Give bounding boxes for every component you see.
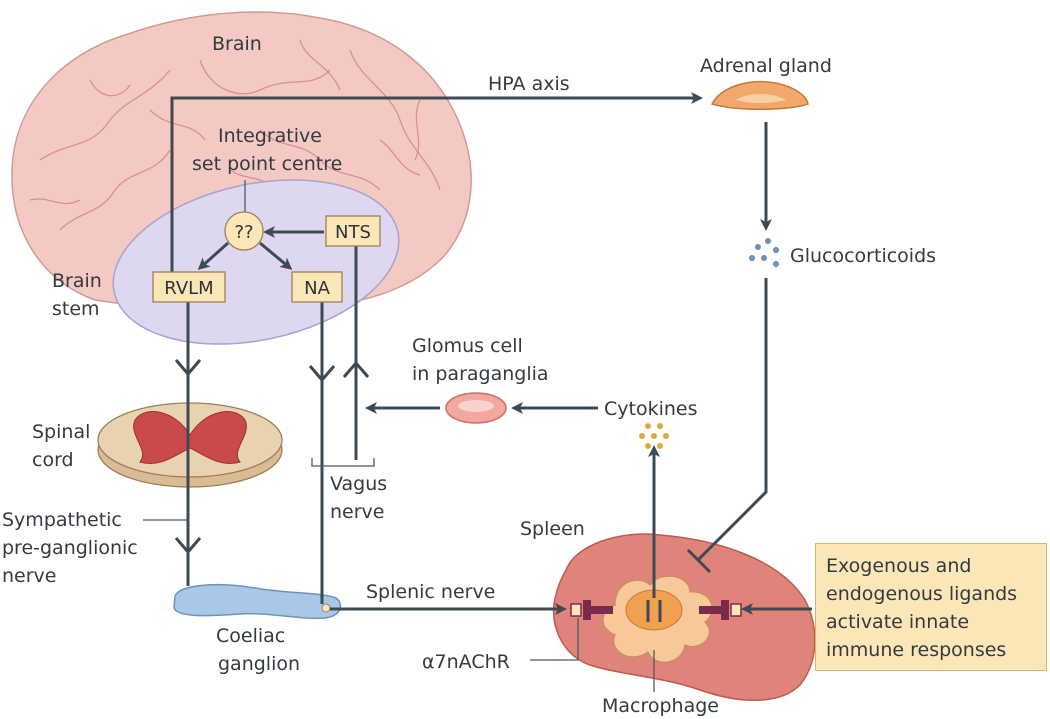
ligands-line-3: activate innate — [826, 611, 970, 633]
ligands-line-1: Exogenous and — [826, 555, 972, 577]
glucocorticoid-dots — [749, 238, 779, 267]
hpa-axis-label: HPA axis — [488, 73, 570, 95]
integrative-label-line2: set point centre — [192, 153, 342, 175]
coeliac-ganglion — [173, 584, 342, 620]
brain-stem-label-line1: Brain — [52, 270, 102, 292]
node-rvlm: RVLM — [152, 271, 226, 303]
macrophage-label: Macrophage — [602, 695, 719, 717]
unknown-node-label: ?? — [234, 222, 253, 243]
brain-stem-label-line2: stem — [52, 298, 100, 320]
spleen-label: Spleen — [520, 518, 585, 540]
vagus-label-line1: Vagus — [330, 473, 387, 495]
splenic-nerve-label: Splenic nerve — [366, 581, 495, 603]
sympathetic-label-line3: nerve — [2, 565, 56, 587]
leader-lines — [143, 180, 655, 692]
ligands-line-4: immune responses — [826, 639, 1007, 661]
integrative-label-line1: Integrative — [218, 125, 322, 147]
flow-lines — [170, 92, 812, 615]
spinal-cord-label-line1: Spinal — [32, 421, 90, 443]
adrenal-gland — [710, 80, 809, 110]
node-na: NA — [291, 271, 343, 303]
ligands-box: Exogenous and endogenous ligands activat… — [815, 543, 1047, 671]
coeliac-label-line2: ganglion — [218, 653, 300, 675]
coeliac-label-line1: Coeliac — [216, 625, 285, 647]
node-unknown: ?? — [224, 211, 264, 251]
glomus-label-line2: in paraganglia — [412, 363, 549, 385]
spleen — [552, 533, 816, 702]
vagus-label-line2: nerve — [330, 501, 384, 523]
na-label: NA — [304, 278, 330, 299]
spinal-cord-label-line2: cord — [32, 449, 74, 471]
glomus-cell — [445, 392, 507, 424]
text-labels: Brain HPA axis Adrenal gland Integrative… — [2, 33, 936, 717]
spinal-cord — [97, 402, 283, 488]
receptor-label: α7nAChR — [422, 651, 510, 673]
receptor-left — [570, 600, 613, 620]
node-nts: NTS — [325, 215, 381, 247]
adrenal-gland-label: Adrenal gland — [700, 55, 832, 77]
rvlm-label: RVLM — [164, 278, 213, 299]
brain-label: Brain — [212, 33, 262, 55]
cytokines-label: Cytokines — [604, 398, 698, 420]
glomus-label-line1: Glomus cell — [412, 335, 523, 357]
sympathetic-label-line1: Sympathetic — [2, 509, 122, 531]
nts-label: NTS — [335, 222, 371, 243]
cytokine-dots — [639, 423, 669, 449]
sympathetic-label-line2: pre-ganglionic — [2, 537, 138, 559]
ligands-line-2: endogenous ligands — [826, 583, 1018, 605]
glucocorticoids-label: Glucocorticoids — [790, 245, 936, 267]
